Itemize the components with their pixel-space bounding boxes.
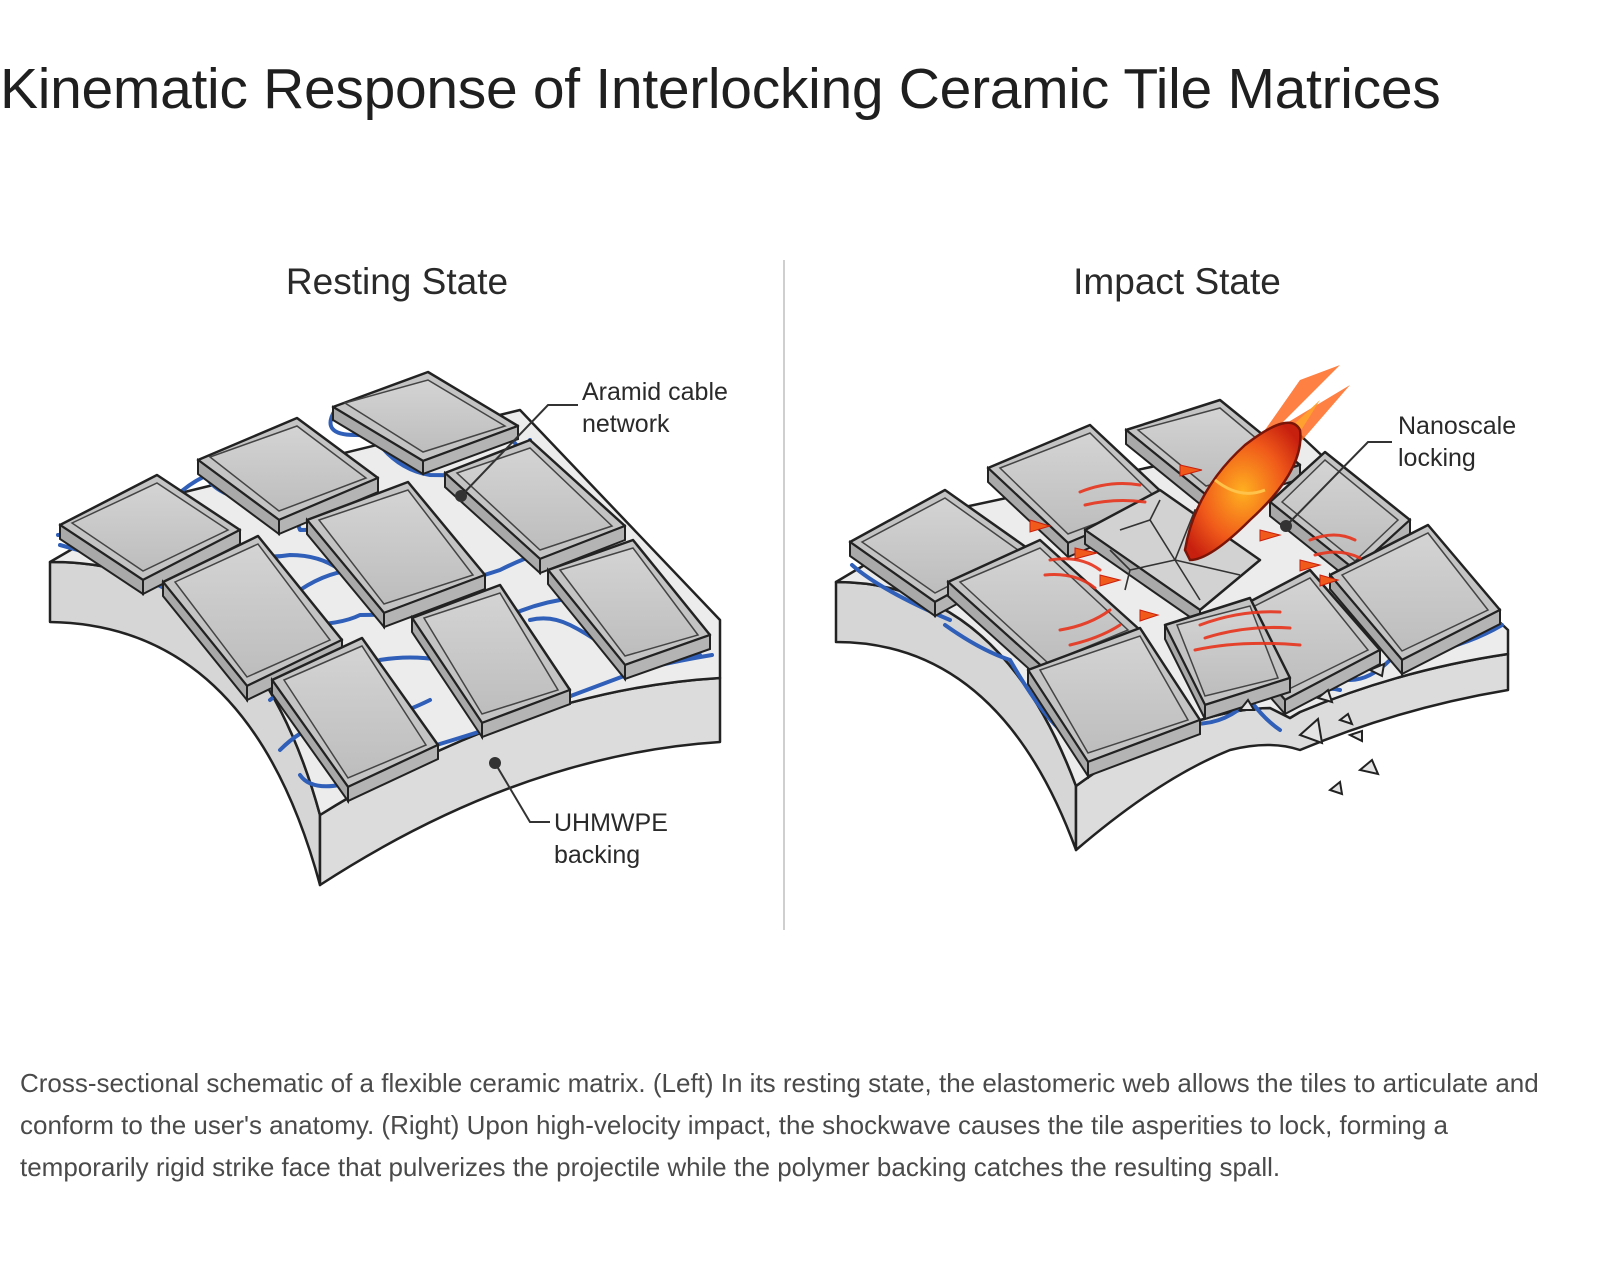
callout-label: Aramid cable xyxy=(582,378,728,406)
impact-state-illustration: Nanoscale locking xyxy=(836,365,1516,850)
resting-heading: Resting State xyxy=(286,261,508,302)
callout-label: backing xyxy=(554,841,640,869)
page-title: Kinematic Response of Interlocking Ceram… xyxy=(0,56,1440,122)
callout-label: UHMWPE xyxy=(554,809,668,837)
figure: Resting State xyxy=(0,230,1600,990)
callout-label: locking xyxy=(1398,444,1476,472)
callout-label: network xyxy=(582,410,670,438)
impact-heading: Impact State xyxy=(1073,261,1281,302)
resting-state-illustration: Aramid cable network UHMWPE backing xyxy=(50,372,728,885)
callout-label: Nanoscale xyxy=(1398,412,1516,440)
matrix-diagram: Resting State xyxy=(0,230,1600,990)
figure-caption: Cross-sectional schematic of a flexible … xyxy=(20,1062,1565,1188)
